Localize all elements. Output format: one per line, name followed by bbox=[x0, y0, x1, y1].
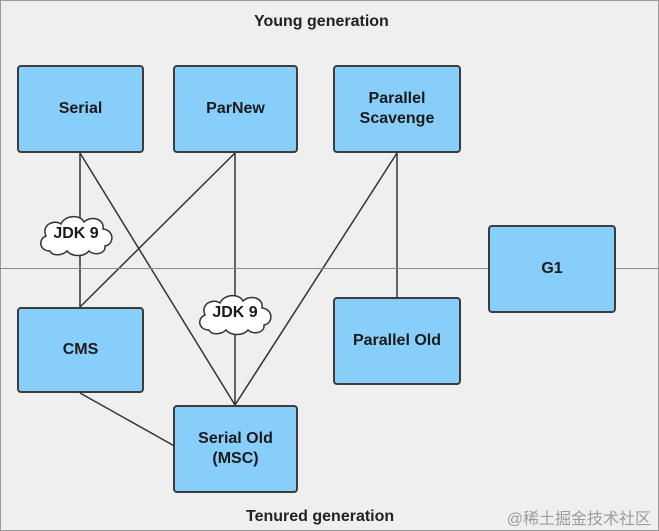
cms-label: CMS bbox=[62, 341, 99, 358]
parallel-old-box: Parallel Old bbox=[333, 297, 461, 385]
watermark: @稀土掘金技术社区 bbox=[506, 511, 651, 528]
parnew-label: ParNew bbox=[206, 100, 265, 117]
link-serial-serialold bbox=[79, 152, 236, 406]
parallel-scavenge-box: Parallel Scavenge bbox=[333, 65, 461, 153]
jdk9-badge-left: JDK 9 bbox=[36, 211, 116, 257]
jdk9-left-label: JDK 9 bbox=[53, 225, 99, 242]
link-parallelscavenge-serialold bbox=[234, 152, 398, 406]
cloud-icon bbox=[199, 294, 272, 336]
serial-old-label: Serial Old (MSC) bbox=[198, 430, 273, 467]
young-generation-label: Young generation bbox=[254, 13, 389, 30]
jdk9-badge-center: JDK 9 bbox=[195, 290, 275, 336]
serial-box: Serial bbox=[17, 65, 144, 153]
generation-divider bbox=[0, 268, 659, 269]
jdk9-center-label: JDK 9 bbox=[212, 304, 258, 321]
parnew-box: ParNew bbox=[173, 65, 298, 153]
cms-box: CMS bbox=[17, 307, 144, 393]
link-cms-serialold bbox=[79, 392, 179, 449]
parallel-scavenge-label: Parallel Scavenge bbox=[359, 90, 435, 127]
tenured-generation-label: Tenured generation bbox=[246, 508, 395, 525]
serial-label: Serial bbox=[58, 100, 103, 117]
g1-label: G1 bbox=[541, 260, 563, 277]
cloud-icon bbox=[40, 215, 113, 257]
g1-box: G1 bbox=[488, 225, 616, 313]
serial-old-box: Serial Old (MSC) bbox=[173, 405, 298, 493]
link-parnew-cms bbox=[79, 152, 236, 308]
parallel-old-label: Parallel Old bbox=[352, 332, 442, 349]
